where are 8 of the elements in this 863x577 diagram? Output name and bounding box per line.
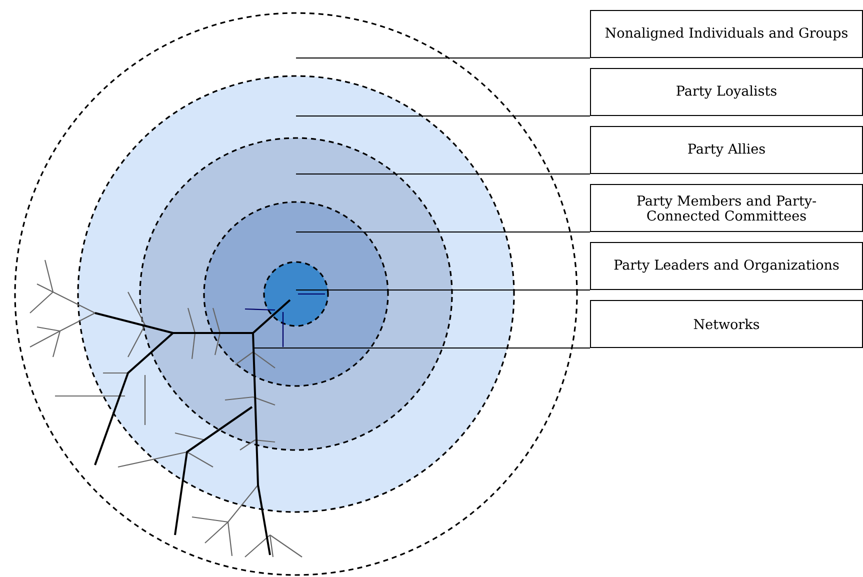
label-box: Party Loyalists — [590, 68, 863, 116]
label-box: Party Leaders and Organizations — [590, 242, 863, 290]
label-box: Networks — [590, 300, 863, 348]
label-box: Nonaligned Individuals and Groups — [590, 10, 863, 58]
ring — [263, 261, 329, 327]
label-box: Party Allies — [590, 126, 863, 174]
label-box: Party Members and Party-Connected Committees — [590, 184, 863, 232]
tree-drawing — [30, 260, 325, 558]
